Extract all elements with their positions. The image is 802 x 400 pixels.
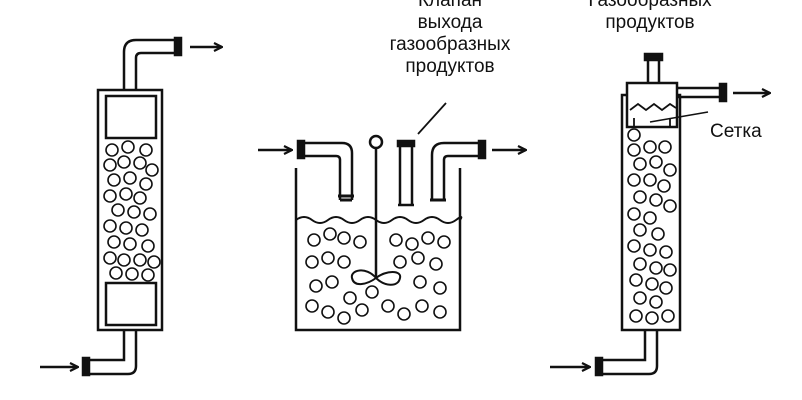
stirred-tank <box>258 102 526 332</box>
label-line: Газообразных <box>588 0 712 11</box>
mesh-leader-line <box>649 111 709 123</box>
mesh-label: Сетка <box>710 121 762 142</box>
packing-particles <box>627 128 677 325</box>
packing-particles <box>103 140 161 282</box>
label-line: продуктов <box>405 56 495 77</box>
gas-valve <box>398 143 414 207</box>
valve-leader-line <box>417 102 447 135</box>
gas-products-label: Газообразных продуктов <box>560 0 740 34</box>
label-line: выхода <box>417 12 483 33</box>
packed-column-right <box>550 52 770 377</box>
suspended-particles <box>305 227 451 325</box>
label-line: газообразных <box>389 34 511 55</box>
valve-label: Клапан выхода газообразных продуктов <box>360 0 540 78</box>
label-line: продуктов <box>605 12 695 33</box>
packed-column-left <box>40 36 222 377</box>
label-line: Клапан <box>417 0 483 11</box>
